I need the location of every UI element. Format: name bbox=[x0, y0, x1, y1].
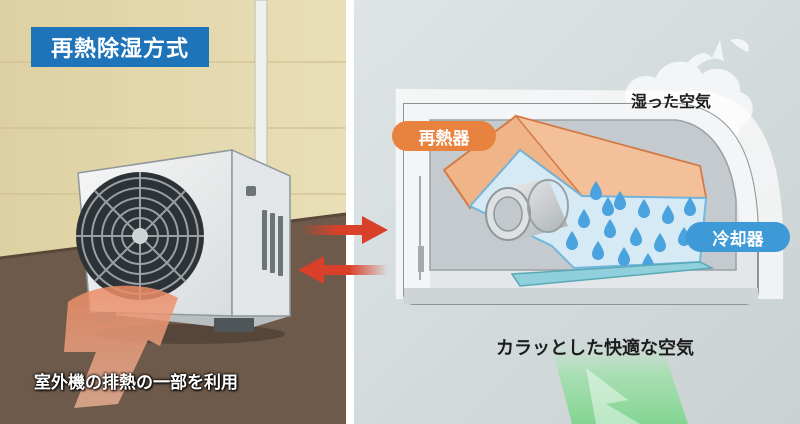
page-title: 再熱除湿方式 bbox=[31, 27, 209, 67]
fan-icon bbox=[76, 172, 204, 300]
pipe bbox=[254, 0, 268, 186]
dry-air-label: カラッとした快適な空気 bbox=[496, 338, 694, 359]
divider bbox=[346, 0, 354, 424]
heat-arrow-icon bbox=[64, 285, 178, 408]
indoor-unit-icon bbox=[403, 103, 759, 305]
airflow-arrow-icon bbox=[550, 340, 688, 424]
fan-drum bbox=[485, 178, 569, 241]
reheater-label: 再熱器 bbox=[392, 121, 496, 151]
humid-air-label: 湿った空気 bbox=[631, 92, 712, 111]
cooler-label: 冷却器 bbox=[686, 222, 790, 252]
refrigerant-arrows bbox=[298, 216, 388, 284]
outdoor-caption: 室外機の排熱の一部を利用 bbox=[34, 373, 238, 393]
